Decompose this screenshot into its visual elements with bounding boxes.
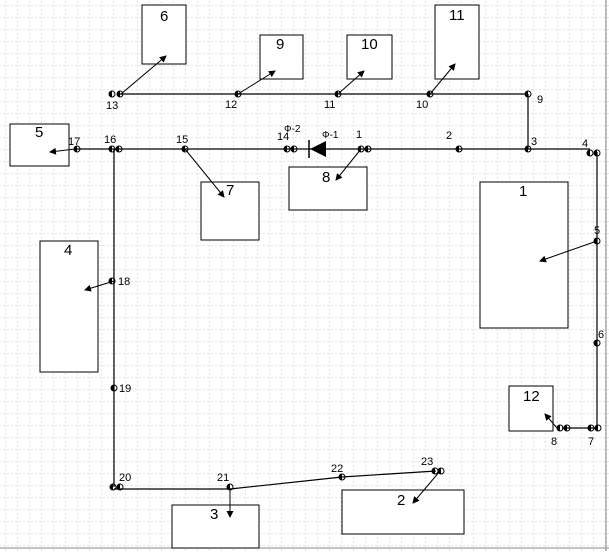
valve-label: Ф-1 — [322, 130, 339, 141]
node-label: 9 — [537, 94, 543, 106]
arrow-12-to-9 — [237, 70, 276, 95]
arrow-5-to-1 — [539, 240, 598, 263]
valve-node-21[interactable]: 21 — [217, 472, 234, 491]
arrow-1-to-8 — [335, 148, 362, 181]
node-label: 21 — [217, 472, 229, 484]
box-label: 2 — [397, 492, 405, 509]
box-label: 12 — [523, 388, 540, 405]
valve-node-23[interactable]: 23 — [421, 456, 445, 475]
node-label: 6 — [598, 329, 604, 341]
node-label: 23 — [421, 456, 433, 468]
node-label: 1 — [356, 129, 362, 141]
valve-node-11[interactable]: 11 — [324, 90, 342, 111]
valve-node-20[interactable]: 20 — [109, 472, 131, 491]
valve-node-14[interactable]: 14 — [277, 131, 298, 153]
valve-node-4[interactable]: 4 — [582, 138, 601, 157]
equipment-box-7[interactable]: 7 — [200, 181, 260, 241]
valve-node-13[interactable]: 13 — [106, 90, 124, 112]
pipe-22-23 — [341, 470, 437, 478]
equipment-box-2[interactable]: 2 — [341, 489, 465, 535]
box-label: 1 — [519, 183, 527, 200]
arrow-10-to-11 — [429, 63, 456, 95]
valve-node-9[interactable]: 9 — [524, 90, 543, 106]
box-label: 3 — [210, 506, 218, 523]
check-valve-icon — [310, 141, 326, 157]
equipment-box-4[interactable]: 4 — [39, 240, 99, 373]
connection-arrows — [49, 55, 598, 518]
node-label: 4 — [582, 138, 588, 150]
valve-node-17[interactable]: 17 — [68, 136, 81, 153]
equipment-box-8[interactable]: 8 — [288, 166, 368, 211]
node-label: 3 — [531, 136, 537, 148]
node-label: 15 — [176, 134, 188, 146]
node-label: 10 — [416, 99, 428, 111]
node-label: 18 — [118, 276, 130, 288]
equipment-box-6[interactable]: 6 — [141, 4, 187, 65]
node-label: 7 — [588, 436, 594, 448]
valve-node-1[interactable]: 1 — [356, 129, 372, 153]
node-label: 12 — [225, 99, 237, 111]
valve-node-18[interactable]: 18 — [108, 276, 130, 288]
valve-node-19[interactable]: 19 — [110, 383, 131, 395]
valve-f1[interactable]: Ф-1 — [308, 130, 339, 158]
box-label: 5 — [35, 124, 43, 141]
equipment-box-10[interactable]: 10 — [346, 34, 393, 80]
equipment-box-3[interactable]: 3 — [171, 504, 260, 549]
arrow-11-to-10 — [337, 70, 365, 95]
arrow-17-to-5 — [49, 147, 76, 155]
node-label: 5 — [594, 225, 600, 237]
arrow-8-to-12 — [544, 413, 558, 429]
box-label: 7 — [226, 182, 234, 199]
valve-node-2[interactable]: 2 — [446, 130, 463, 153]
node-label: 16 — [104, 134, 116, 146]
node-label: 11 — [324, 99, 335, 111]
node-label: 20 — [119, 472, 131, 484]
valve-node-3[interactable]: 3 — [524, 136, 537, 153]
node-label: 19 — [119, 383, 131, 395]
equipment-box-12[interactable]: 12 — [508, 385, 554, 432]
valve-node-5[interactable]: 5 — [593, 225, 601, 245]
box-label: 6 — [160, 8, 168, 25]
node-label: 2 — [446, 130, 452, 142]
pipelines — [75, 93, 598, 490]
node-label: 8 — [551, 436, 557, 448]
equipment-box-11[interactable]: 11 — [434, 4, 480, 80]
node-label: 17 — [68, 136, 80, 148]
box-label: 11 — [449, 7, 465, 24]
valve-node-15[interactable]: 15 — [176, 134, 189, 153]
arrow-23-to-2 — [412, 470, 441, 504]
valve-f2[interactable]: Ф-2 — [284, 124, 301, 135]
equipment-box-5[interactable]: 5 — [9, 123, 70, 167]
arrow-13-to-6 — [120, 55, 167, 95]
arrow-15-to-7 — [184, 148, 225, 198]
equipment-box-9[interactable]: 9 — [259, 34, 304, 80]
box-label: 10 — [361, 36, 378, 53]
valve-node-6[interactable]: 6 — [593, 329, 604, 347]
node-label: 14 — [277, 131, 289, 143]
valve-node-16[interactable]: 16 — [104, 134, 123, 153]
pipe-21-22 — [229, 476, 343, 490]
node-label: 22 — [331, 463, 343, 475]
valve-node-7[interactable]: 7 — [587, 424, 602, 448]
node-label: 13 — [106, 100, 118, 112]
valve-node-8[interactable]: 8 — [551, 424, 571, 448]
valve-label: Ф-2 — [284, 124, 301, 135]
box-label: 9 — [276, 36, 284, 53]
valve-node-22[interactable]: 22 — [331, 463, 346, 481]
valve-node-12[interactable]: 12 — [225, 90, 242, 111]
box-label: 4 — [64, 242, 72, 259]
equipment-box-1[interactable]: 1 — [479, 181, 569, 329]
valve-node-10[interactable]: 10 — [416, 90, 434, 111]
box-label: 8 — [322, 169, 330, 186]
